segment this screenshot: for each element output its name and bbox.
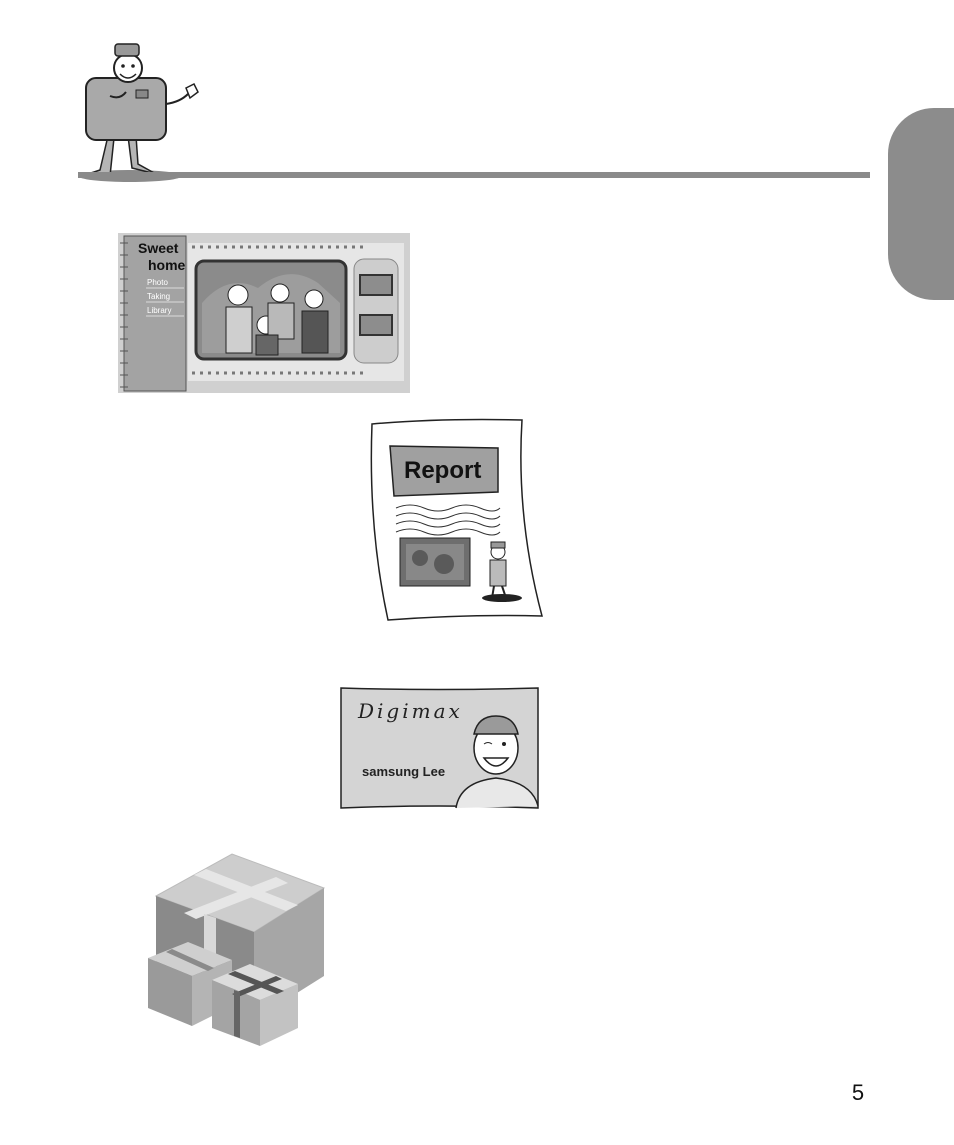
side-tab (888, 108, 954, 300)
gift-boxes-icon (148, 853, 326, 1046)
card-name: samsung Lee (362, 764, 445, 779)
page-number: 5 (851, 1080, 865, 1105)
report-title: Report (404, 457, 481, 484)
camera-mascot-icon (78, 43, 199, 182)
photo-album-illustration: Sweet home Photo Taking Library (118, 233, 410, 393)
album-menu-taking: Taking (147, 292, 170, 301)
card-brand: Digimax (357, 699, 463, 723)
report-illustration: Report (370, 418, 543, 621)
album-title-line1: Sweet (138, 240, 179, 256)
album-menu-library: Library (147, 306, 171, 315)
header-rule (78, 172, 870, 178)
album-title-line2: home (148, 257, 186, 273)
business-card-illustration: Digimax samsung Lee (340, 687, 539, 809)
album-menu-photo: Photo (147, 278, 168, 287)
